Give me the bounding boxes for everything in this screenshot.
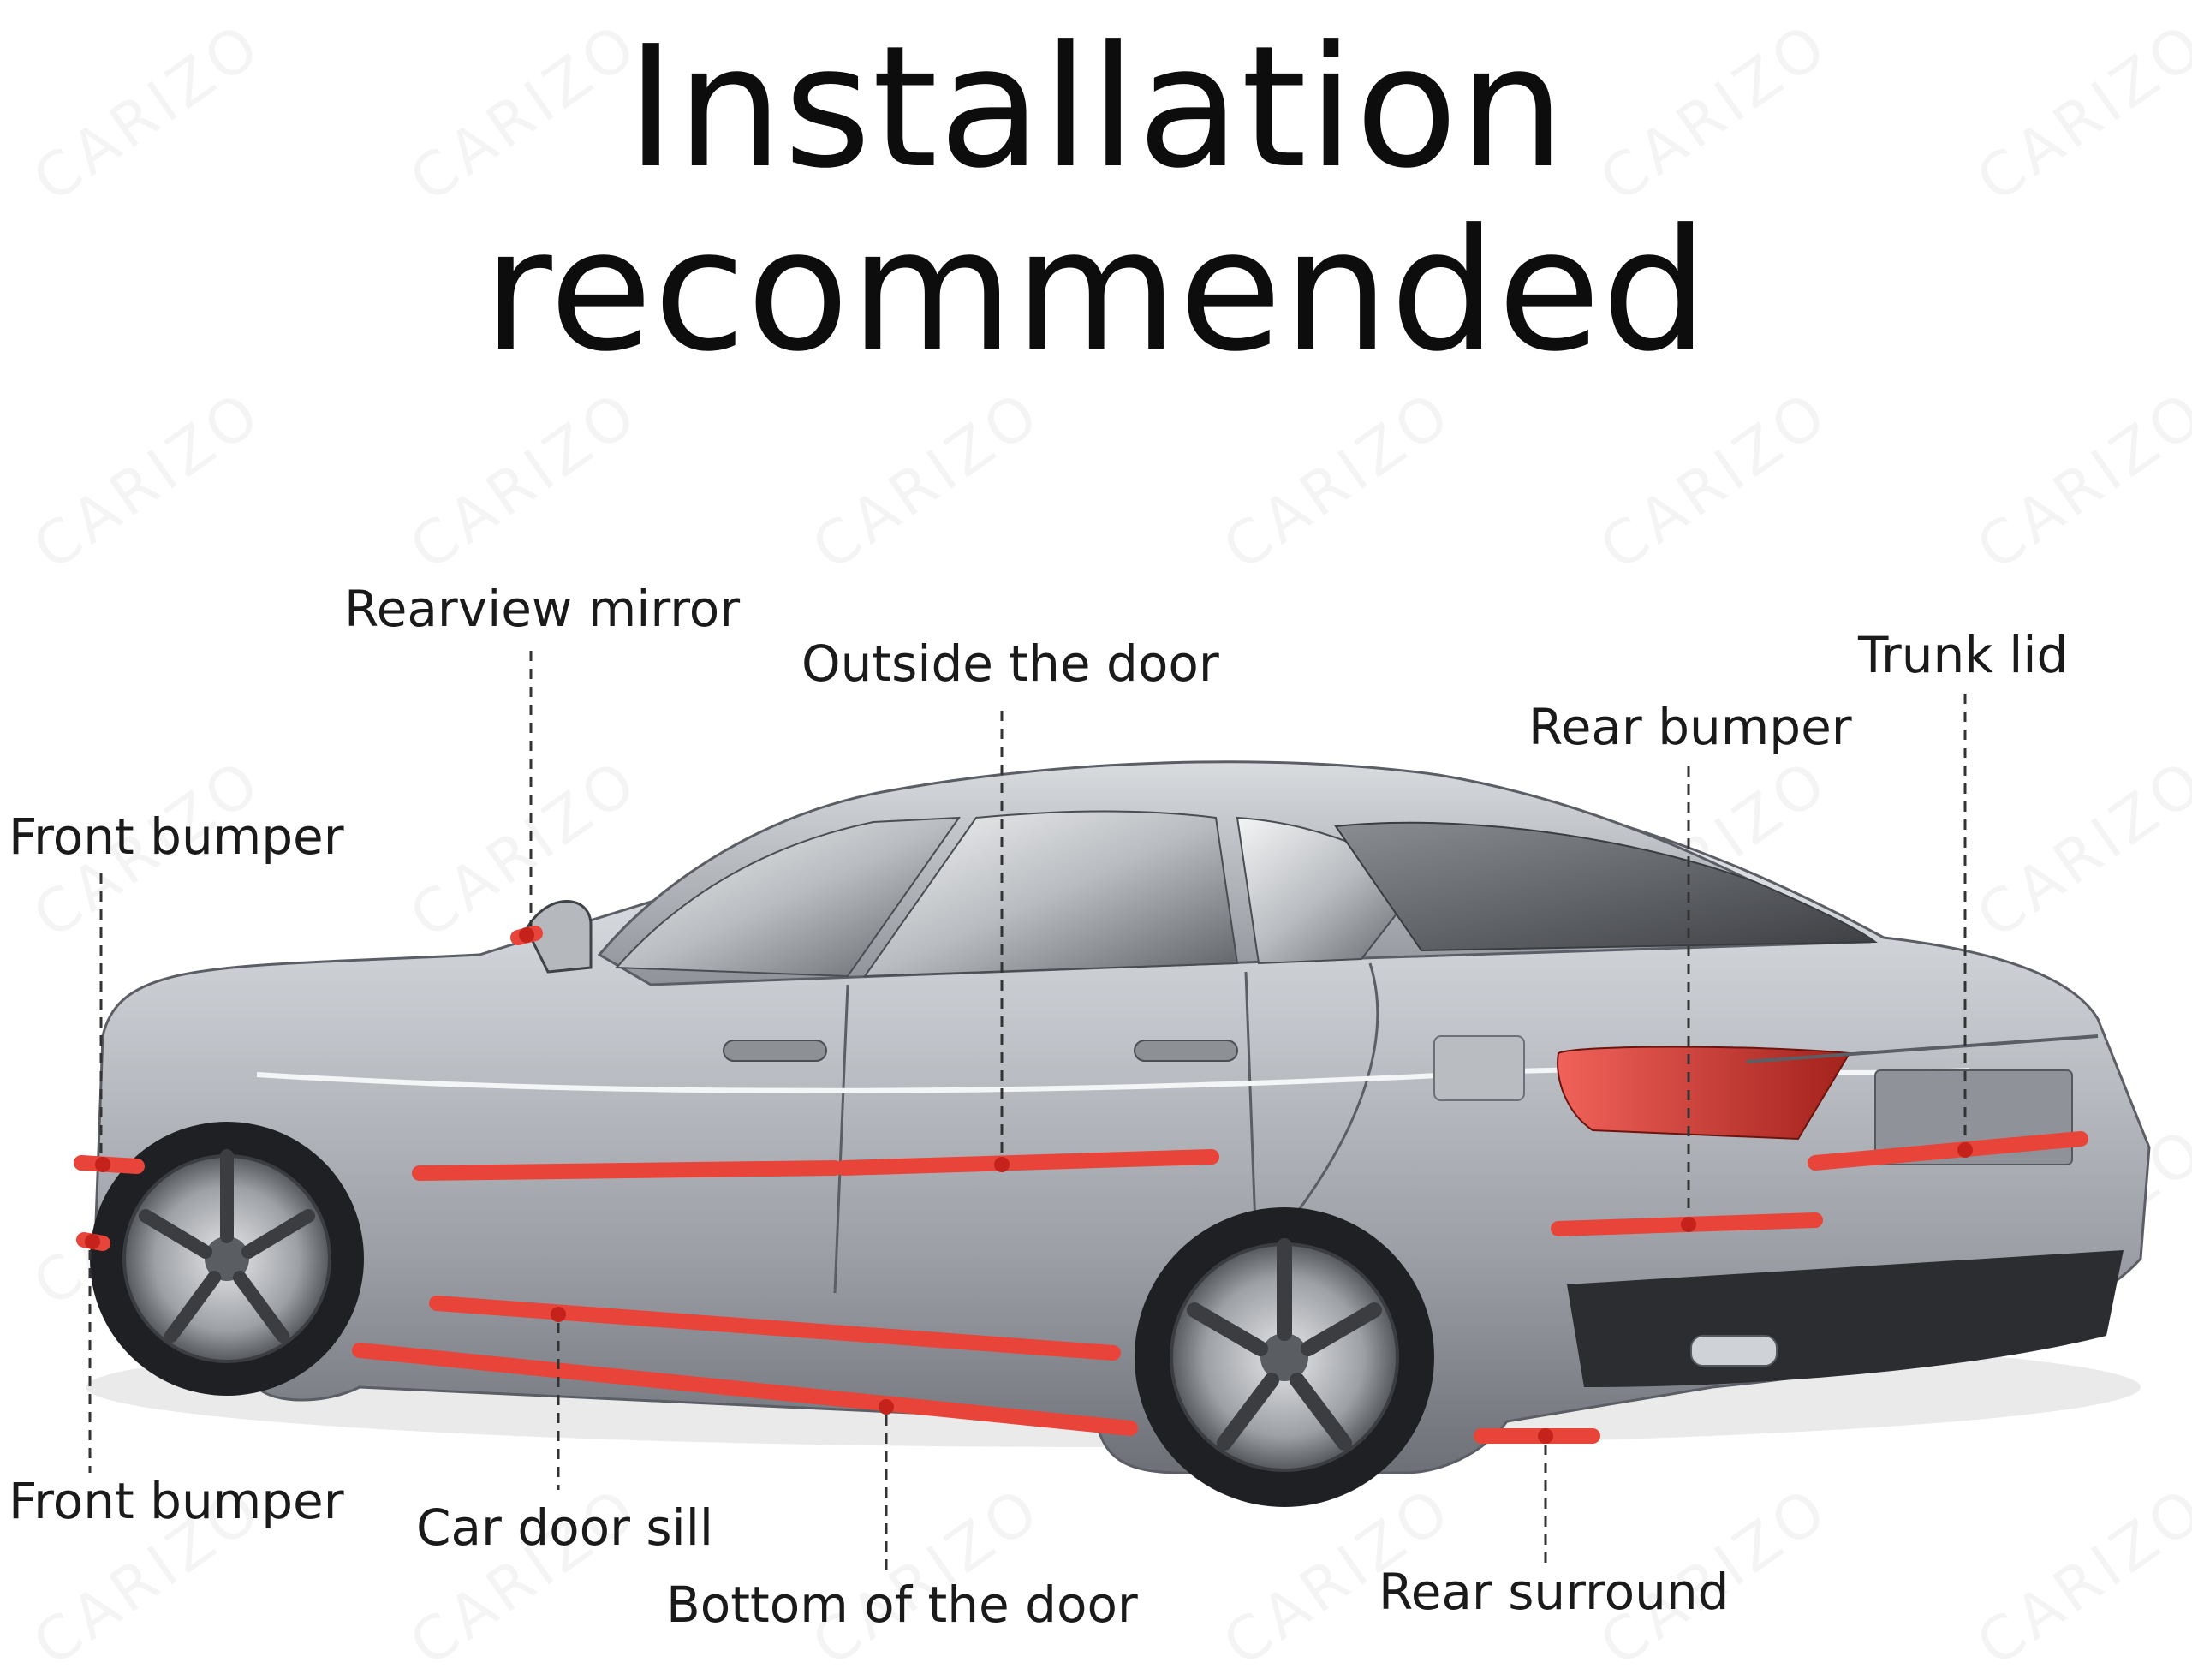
door-handle-rear xyxy=(1134,1040,1238,1062)
exhaust-tip xyxy=(1690,1335,1778,1367)
label-outside-the-door: Outside the door xyxy=(801,634,1219,693)
door-seam-front xyxy=(833,984,849,1294)
fuel-cap xyxy=(1433,1035,1525,1101)
label-bottom-of-the-door: Bottom of the door xyxy=(666,1576,1138,1634)
door-handle-front xyxy=(723,1040,827,1062)
strip-car-door-sill xyxy=(429,1296,1121,1361)
rearview-mirror xyxy=(525,900,593,974)
leader-lines xyxy=(88,651,1967,1576)
label-rearview-mirror: Rearview mirror xyxy=(344,580,741,638)
trunk-line xyxy=(1746,1034,2099,1063)
taillight xyxy=(1557,1046,1851,1141)
page-title-line-1: Installation xyxy=(626,10,1566,206)
label-front-bumper-bottom: Front bumper xyxy=(9,1472,344,1530)
front-side-window xyxy=(863,810,1239,978)
label-front-bumper-top: Front bumper xyxy=(9,807,344,866)
label-trunk-lid: Trunk lid xyxy=(1858,626,2069,684)
rear-window xyxy=(1334,821,1878,952)
windshield xyxy=(614,816,961,978)
page-title-line-2: recommended xyxy=(483,194,1709,389)
strip-outside-door-front xyxy=(412,1160,843,1181)
label-car-door-sill: Car door sill xyxy=(416,1498,713,1557)
label-rear-bumper: Rear bumper xyxy=(1528,698,1852,756)
label-rear-surround: Rear surround xyxy=(1379,1563,1730,1621)
strip-outside-door-rear xyxy=(836,1149,1219,1176)
rear-wheel xyxy=(1135,1207,1434,1507)
strip-trunk-lid xyxy=(1808,1131,2088,1171)
front-wheel xyxy=(90,1122,364,1396)
marker-dots xyxy=(85,927,1973,1444)
strip-bottom-of-door xyxy=(352,1343,1138,1436)
car-illustration xyxy=(74,651,2151,1576)
